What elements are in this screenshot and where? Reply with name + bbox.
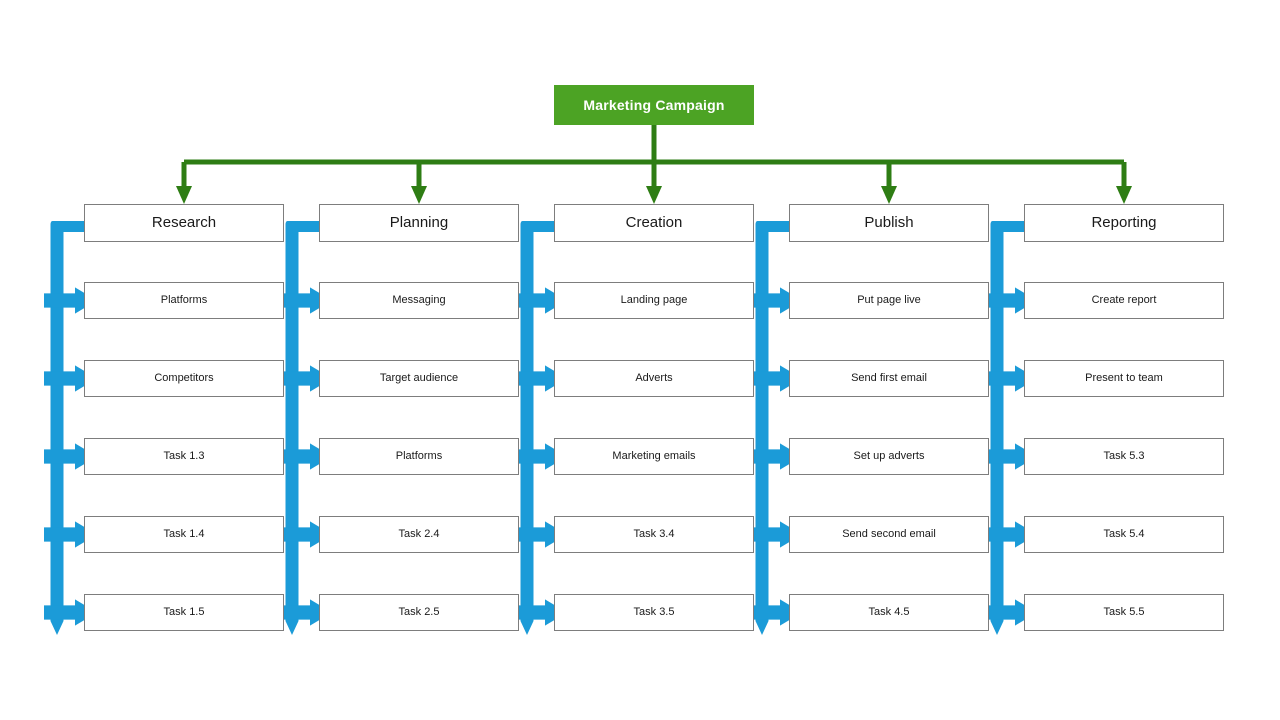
task-label: Competitors (154, 372, 214, 385)
phase-node-research[interactable]: Research (84, 204, 284, 242)
branch-arrow-planning-1 (279, 287, 332, 314)
task-label: Task 5.3 (1103, 450, 1145, 463)
task-label: Task 5.4 (1103, 528, 1145, 541)
phase-node-reporting[interactable]: Reporting (1024, 204, 1224, 242)
task-label: Task 5.5 (1103, 606, 1145, 619)
task-node-reporting-4[interactable]: Task 5.4 (1024, 516, 1224, 553)
branch-arrow-research-5 (44, 599, 97, 626)
task-label: Present to team (1085, 372, 1163, 385)
branch-arrow-reporting-5 (984, 599, 1037, 626)
branch-arrow-research-3 (44, 443, 97, 470)
task-label: Adverts (635, 372, 673, 385)
branch-arrow-planning-4 (279, 521, 332, 548)
phase-label-planning: Planning (389, 214, 449, 232)
branch-arrow-publish-2 (749, 365, 802, 392)
task-node-publish-3[interactable]: Set up adverts (789, 438, 989, 475)
task-node-creation-3[interactable]: Marketing emails (554, 438, 754, 475)
task-node-creation-5[interactable]: Task 3.5 (554, 594, 754, 631)
trunk-arrowhead-publish (881, 186, 897, 204)
branch-arrow-creation-2 (514, 365, 567, 392)
task-label: Platforms (395, 450, 443, 463)
task-node-publish-1[interactable]: Put page live (789, 282, 989, 319)
task-node-planning-5[interactable]: Task 2.5 (319, 594, 519, 631)
branch-arrow-publish-1 (749, 287, 802, 314)
task-label: Task 1.4 (163, 528, 205, 541)
branch-arrow-publish-5 (749, 599, 802, 626)
phase-label-creation: Creation (625, 214, 683, 232)
task-label: Task 2.4 (398, 528, 440, 541)
phase-label-reporting: Reporting (1091, 214, 1157, 232)
task-node-research-3[interactable]: Task 1.3 (84, 438, 284, 475)
root-node-marketing-campaign[interactable]: Marketing Campaign (554, 85, 754, 125)
branch-arrow-reporting-3 (984, 443, 1037, 470)
branch-arrow-research-1 (44, 287, 97, 314)
task-node-reporting-5[interactable]: Task 5.5 (1024, 594, 1224, 631)
task-node-publish-4[interactable]: Send second email (789, 516, 989, 553)
branch-arrow-planning-2 (279, 365, 332, 392)
phase-node-publish[interactable]: Publish (789, 204, 989, 242)
task-node-creation-1[interactable]: Landing page (554, 282, 754, 319)
task-label: Task 4.5 (868, 606, 910, 619)
task-label: Put page live (857, 294, 921, 307)
task-label: Marketing emails (612, 450, 696, 463)
task-label: Send second email (842, 528, 936, 541)
branch-arrow-creation-5 (514, 599, 567, 626)
task-label: Task 2.5 (398, 606, 440, 619)
task-label: Task 1.3 (163, 450, 205, 463)
branch-arrow-creation-1 (514, 287, 567, 314)
task-node-creation-4[interactable]: Task 3.4 (554, 516, 754, 553)
trunk-arrowhead-creation (646, 186, 662, 204)
phase-label-research: Research (151, 214, 217, 232)
task-label: Messaging (392, 294, 446, 307)
phase-node-creation[interactable]: Creation (554, 204, 754, 242)
branch-arrow-publish-4 (749, 521, 802, 548)
task-node-planning-1[interactable]: Messaging (319, 282, 519, 319)
task-label: Create report (1091, 294, 1157, 307)
task-label: Target audience (379, 372, 459, 385)
branch-arrow-research-2 (44, 365, 97, 392)
trunk-arrowhead-research (176, 186, 192, 204)
branch-arrow-research-4 (44, 521, 97, 548)
task-label: Task 1.5 (163, 606, 205, 619)
task-node-research-5[interactable]: Task 1.5 (84, 594, 284, 631)
branch-arrow-creation-3 (514, 443, 567, 470)
task-label: Landing page (620, 294, 688, 307)
trunk-arrowhead-reporting (1116, 186, 1132, 204)
branch-arrow-reporting-2 (984, 365, 1037, 392)
task-node-planning-3[interactable]: Platforms (319, 438, 519, 475)
task-node-reporting-3[interactable]: Task 5.3 (1024, 438, 1224, 475)
task-node-publish-2[interactable]: Send first email (789, 360, 989, 397)
branch-arrow-planning-3 (279, 443, 332, 470)
task-node-reporting-2[interactable]: Present to team (1024, 360, 1224, 397)
task-label: Task 3.5 (633, 606, 675, 619)
task-node-reporting-1[interactable]: Create report (1024, 282, 1224, 319)
branch-arrow-publish-3 (749, 443, 802, 470)
task-node-creation-2[interactable]: Adverts (554, 360, 754, 397)
trunk-arrowhead-planning (411, 186, 427, 204)
root-node-label: Marketing Campaign (583, 96, 725, 113)
phase-node-planning[interactable]: Planning (319, 204, 519, 242)
task-node-publish-5[interactable]: Task 4.5 (789, 594, 989, 631)
branch-arrow-planning-5 (279, 599, 332, 626)
branch-arrow-reporting-4 (984, 521, 1037, 548)
task-label: Task 3.4 (633, 528, 675, 541)
task-node-research-2[interactable]: Competitors (84, 360, 284, 397)
task-node-planning-2[interactable]: Target audience (319, 360, 519, 397)
task-node-research-4[interactable]: Task 1.4 (84, 516, 284, 553)
task-label: Set up adverts (853, 450, 925, 463)
task-node-planning-4[interactable]: Task 2.4 (319, 516, 519, 553)
phase-label-publish: Publish (864, 214, 914, 232)
branch-arrow-creation-4 (514, 521, 567, 548)
task-label: Send first email (851, 372, 927, 385)
task-node-research-1[interactable]: Platforms (84, 282, 284, 319)
task-label: Platforms (160, 294, 208, 307)
branch-arrow-reporting-1 (984, 287, 1037, 314)
